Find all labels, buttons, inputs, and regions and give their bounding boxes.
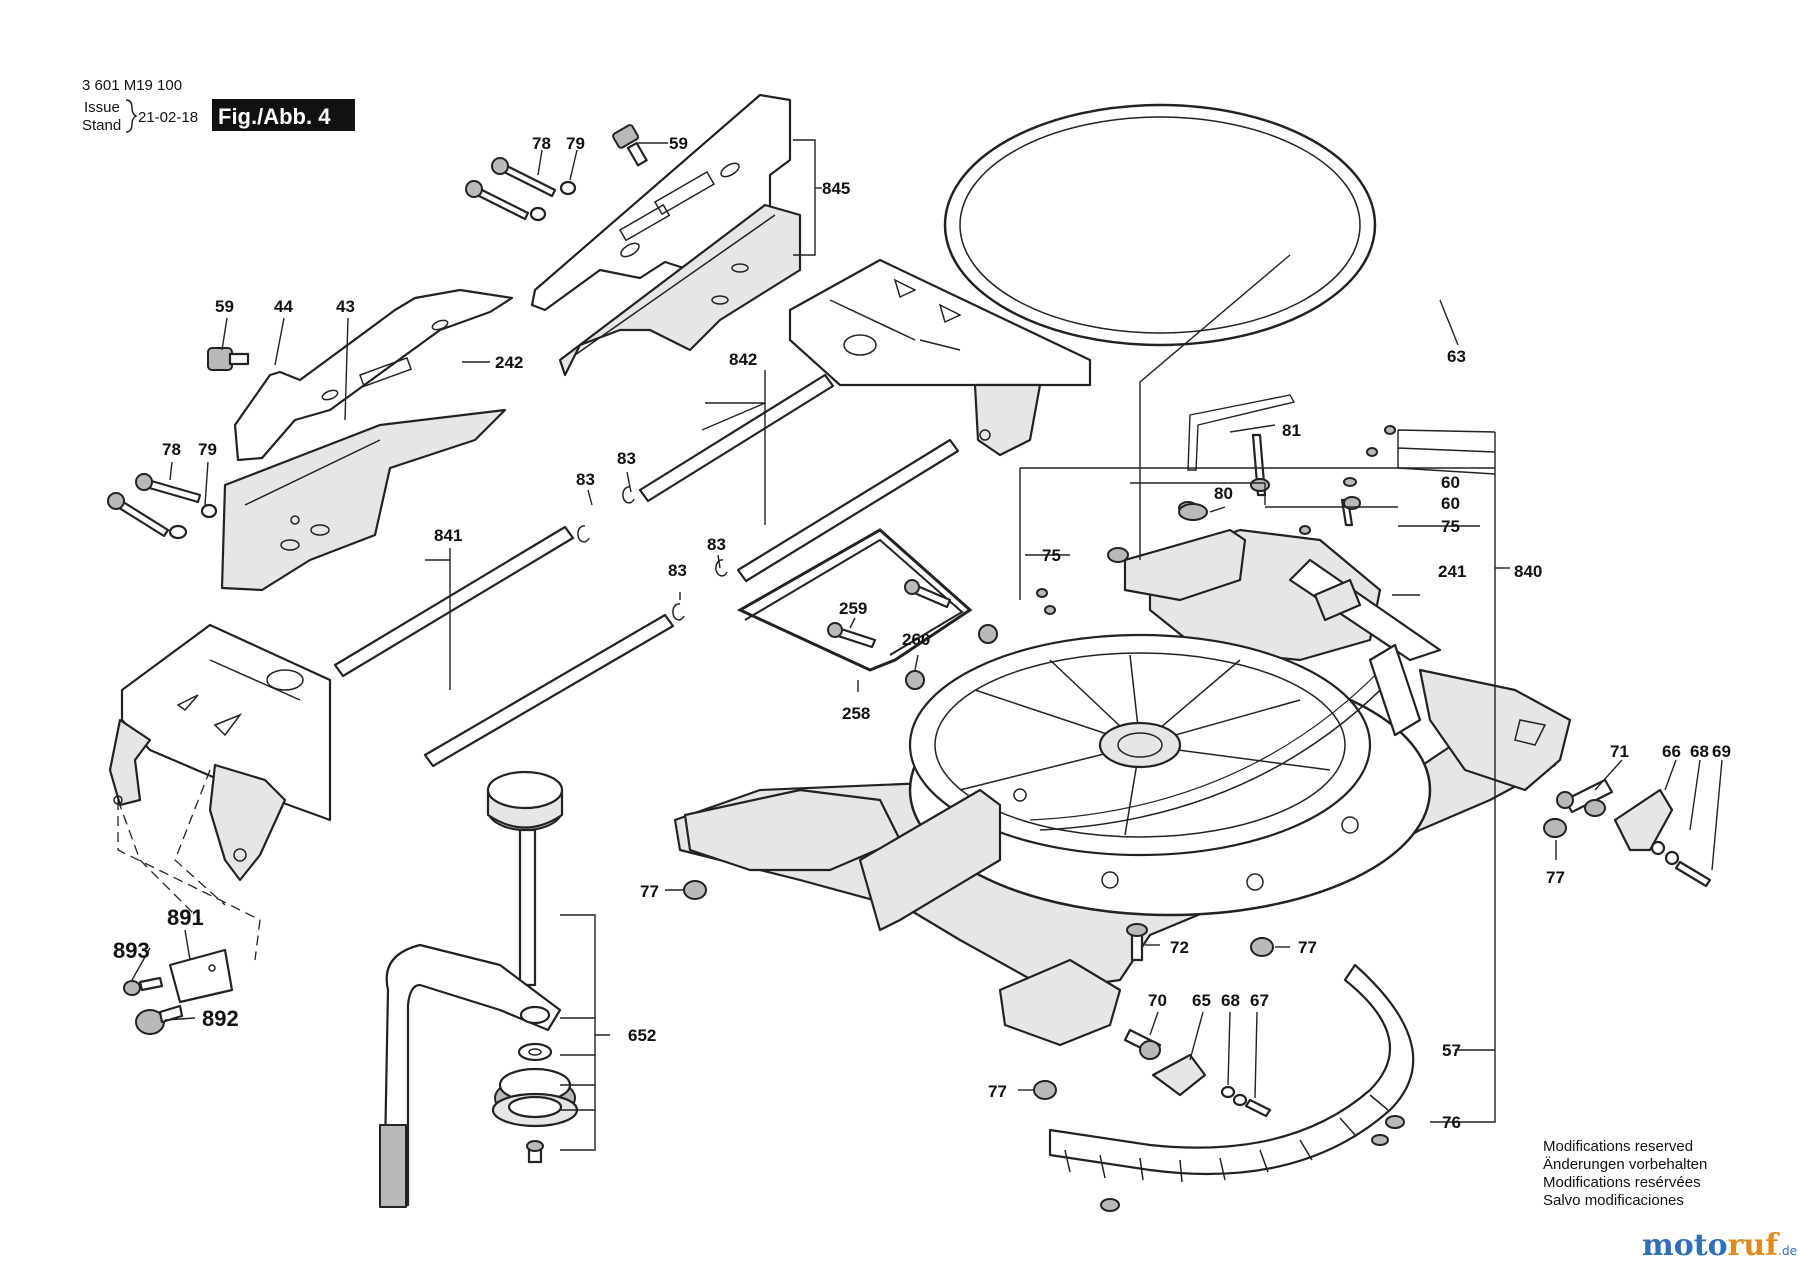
label-68-a: 68 [1690, 742, 1709, 761]
label-83-d: 83 [668, 561, 687, 580]
document-header: 3 601 M19 100 Issue Stand 21-02-18 Fig./… [82, 77, 355, 134]
lock-knob-652-drawing [379, 770, 579, 1208]
fence-845-drawing [465, 93, 802, 377]
extension-table-left-drawing [108, 623, 332, 882]
label-60-a: 60 [1441, 473, 1460, 492]
label-63: 63 [1447, 347, 1466, 366]
label-76: 76 [1442, 1113, 1461, 1132]
label-83-a: 83 [576, 470, 595, 489]
label-78-top: 78 [532, 134, 551, 153]
label-83-c: 83 [707, 535, 726, 554]
label-258: 258 [842, 704, 870, 723]
label-77-bottom: 77 [988, 1082, 1007, 1101]
label-652: 652 [628, 1026, 656, 1045]
extension-table-right-drawing [788, 258, 1092, 457]
miter-scale-segment-57-drawing [1048, 963, 1415, 1212]
label-83-b: 83 [617, 449, 636, 468]
label-77-right: 77 [1546, 868, 1565, 887]
label-72: 72 [1170, 938, 1189, 957]
bevel-lock-right-drawing [1544, 778, 1712, 888]
label-60-b: 60 [1441, 494, 1460, 513]
label-59-left: 59 [215, 297, 234, 316]
label-893: 893 [113, 938, 150, 963]
label-65: 65 [1192, 991, 1211, 1010]
label-892: 892 [202, 1006, 239, 1031]
fence-43-44-drawing [107, 288, 514, 592]
issue-label: Issue [84, 99, 120, 116]
figure-label: Fig./Abb. 4 [218, 104, 331, 129]
label-59-top: 59 [669, 134, 688, 153]
label-77-mid: 77 [1298, 938, 1317, 957]
label-68-b: 68 [1221, 991, 1240, 1010]
label-260: 260 [902, 630, 930, 649]
label-78-left: 78 [162, 440, 181, 459]
watermark-text: motoruf.de [1642, 1228, 1797, 1263]
label-44: 44 [274, 297, 293, 316]
label-79-top: 79 [566, 134, 585, 153]
clamp-891-drawing [123, 948, 234, 1035]
hardware-drawing [683, 818, 1567, 1100]
label-75-b: 75 [1441, 517, 1460, 536]
rotary-base-drawing [673, 425, 1572, 1047]
label-241: 241 [1438, 562, 1466, 581]
rods-drawing [333, 373, 998, 768]
watermark-logo: motoruf.de [1642, 1228, 1797, 1263]
label-79-left: 79 [198, 440, 217, 459]
label-80: 80 [1214, 484, 1233, 503]
label-81: 81 [1282, 421, 1301, 440]
label-891: 891 [167, 905, 204, 930]
leader-lines [131, 139, 1723, 1151]
label-77-left: 77 [640, 882, 659, 901]
label-242: 242 [495, 353, 523, 372]
label-840: 840 [1514, 562, 1542, 581]
label-66: 66 [1662, 742, 1681, 761]
modification-notes: Modifications reserved Änderungen vorbeh… [1543, 1138, 1707, 1209]
label-75-a: 75 [1042, 546, 1061, 565]
note-line-en: Modifications reserved [1543, 1138, 1693, 1155]
label-67: 67 [1250, 991, 1269, 1010]
note-line-fr: Modifications resérvées [1543, 1174, 1701, 1191]
document-number: 3 601 M19 100 [82, 77, 182, 94]
brace-icon [125, 99, 138, 133]
dashed-assembly-lines [117, 769, 261, 961]
label-70: 70 [1148, 991, 1167, 1010]
label-845: 845 [822, 179, 850, 198]
stand-label: Stand [82, 117, 121, 134]
label-43: 43 [336, 297, 355, 316]
bevel-lock-front-drawing [1123, 1028, 1272, 1118]
issue-date: 21-02-18 [138, 109, 198, 126]
label-69: 69 [1712, 742, 1731, 761]
label-71: 71 [1610, 742, 1629, 761]
hex-key-and-ring-drawing [943, 103, 1377, 471]
note-line-es: Salvo modificaciones [1543, 1192, 1684, 1209]
label-259: 259 [839, 599, 867, 618]
label-57: 57 [1442, 1041, 1461, 1060]
label-842: 842 [729, 350, 757, 369]
part-labels: 845 78 79 59 59 44 43 242 78 79 842 63 8… [113, 134, 1731, 1132]
note-line-de: Änderungen vorbehalten [1543, 1156, 1707, 1173]
label-841: 841 [434, 526, 462, 545]
figure-badge [212, 99, 355, 131]
